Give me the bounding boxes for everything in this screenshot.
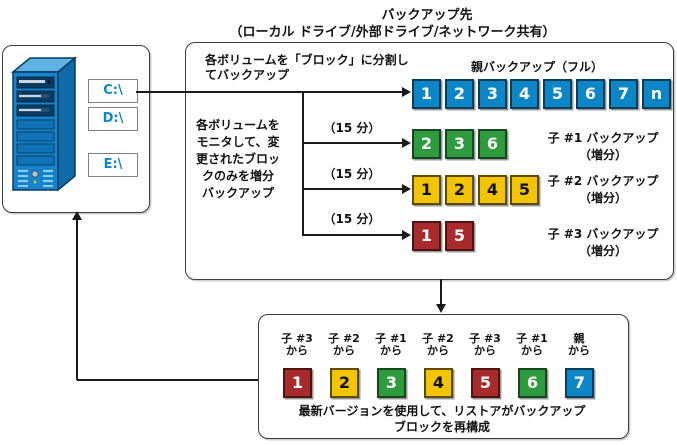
child2-block: 2	[445, 175, 474, 205]
source-label-line2: から	[474, 344, 496, 357]
source-label-line1: 子 #2	[328, 332, 360, 345]
restore-source-label: 親 から	[554, 333, 604, 357]
restore-block: 1	[283, 368, 312, 398]
source-label-line1: 子 #1	[375, 332, 407, 345]
restore-return-vline	[76, 219, 78, 380]
child2-block: 1	[412, 175, 441, 205]
parent-block: 3	[478, 79, 507, 109]
source-label-line2: から	[286, 344, 308, 357]
drive-label-c: C:\	[88, 79, 138, 103]
split-note-line1: 各ボリュームを「ブロック」に分割し	[205, 53, 409, 67]
parent-block: 5	[543, 79, 572, 109]
parent-block: 7	[609, 79, 638, 109]
parent-row-label: 親バックアップ（フル）	[470, 60, 603, 74]
child3-block: 1	[412, 221, 441, 251]
child3-label-line1: 子 #3 バックアップ	[547, 227, 659, 241]
server-tower-icon	[10, 52, 82, 198]
branch-trunk-line	[302, 91, 304, 236]
branch-line-child3	[303, 234, 403, 236]
child1-label-line2: （増分）	[578, 148, 627, 162]
source-label-line1: 子 #3	[469, 332, 501, 345]
branch-line-child2	[303, 188, 403, 190]
source-label-line1: 子 #1	[516, 332, 548, 345]
restore-block: 2	[330, 368, 359, 398]
restore-source-label: 子 #3 から	[460, 333, 510, 357]
restore-block: 3	[377, 368, 406, 398]
arrow-to-child3-row	[402, 230, 411, 240]
server-to-backup-line	[136, 91, 403, 93]
child3-row-label: 子 #3 バックアップ （増分）	[533, 226, 673, 260]
child3-block: 5	[445, 221, 474, 251]
monitor-note: 各ボリュームを モニタして、変 更されたブロッ クのみを増分 バックアップ	[190, 116, 286, 201]
drive-label-d: D:\	[88, 107, 138, 131]
source-label-line2: から	[568, 344, 590, 357]
drive-label-e: E:\	[88, 153, 138, 177]
restore-source-label: 子 #2 から	[319, 333, 369, 357]
restore-source-label: 子 #1 から	[366, 333, 416, 357]
restore-source-label: 子 #2 から	[413, 333, 463, 357]
monitor-note-line1: 各ボリュームを	[196, 118, 280, 132]
monitor-note-line4: クのみを増分	[201, 169, 274, 183]
source-label-line2: から	[333, 344, 355, 357]
monitor-note-line2: モニタして、変	[196, 135, 280, 149]
child2-block: 5	[510, 175, 539, 205]
restore-caption-line2: ブロックを再構成	[393, 420, 490, 434]
source-label-line1: 親	[573, 332, 585, 345]
parent-block: 1	[412, 79, 441, 109]
arrow-to-child2-row	[402, 184, 411, 194]
diagram-subtitle: （ローカル ドライブ/外部ドライブ/ネットワーク共有）	[229, 25, 556, 40]
child3-label-line2: （増分）	[578, 244, 627, 258]
source-label-line2: から	[521, 344, 543, 357]
source-label-line1: 子 #3	[281, 332, 313, 345]
monitor-note-line3: 更されたブロッ	[195, 152, 280, 166]
split-note-line2: てバックアップ	[205, 68, 290, 82]
restore-source-label: 子 #3 から	[272, 333, 322, 357]
interval-label-3: （15 分）	[323, 212, 381, 226]
restore-caption-line1: 最新バージョンを使用して、リストアがバックアップ	[298, 404, 586, 418]
source-label-line2: から	[427, 344, 449, 357]
child1-row-label: 子 #1 バックアップ （増分）	[533, 130, 673, 164]
parent-block: 2	[445, 79, 474, 109]
arrow-to-child1-row	[402, 138, 411, 148]
restore-block: 4	[424, 368, 453, 398]
source-label-line2: から	[380, 344, 402, 357]
parent-block: n	[642, 79, 671, 109]
diagram-title: バックアップ先	[381, 8, 473, 23]
child2-label-line2: （増分）	[578, 191, 627, 205]
backup-to-restore-line	[440, 279, 442, 306]
child1-block: 6	[478, 129, 507, 159]
arrow-to-server	[72, 211, 82, 220]
arrow-to-restore-box	[436, 304, 446, 313]
branch-line-child1	[303, 142, 403, 144]
restore-block: 7	[565, 368, 594, 398]
monitor-note-line5: バックアップ	[201, 186, 274, 200]
child1-label-line1: 子 #1 バックアップ	[547, 131, 659, 145]
restore-block: 6	[518, 368, 547, 398]
child2-block: 4	[478, 175, 507, 205]
child2-row-label: 子 #2 バックアップ （増分）	[533, 173, 673, 207]
interval-label-2: （15 分）	[323, 167, 381, 181]
child2-label-line1: 子 #2 バックアップ	[547, 174, 659, 188]
parent-block: 6	[576, 79, 605, 109]
interval-label-1: （15 分）	[323, 121, 381, 135]
restore-block: 5	[471, 368, 500, 398]
restore-source-label: 子 #1 から	[507, 333, 557, 357]
arrow-to-parent-row	[402, 87, 411, 97]
restore-return-hline	[77, 379, 258, 381]
child1-block: 2	[412, 129, 441, 159]
source-label-line1: 子 #2	[422, 332, 454, 345]
parent-block: 4	[510, 79, 539, 109]
child1-block: 3	[445, 129, 474, 159]
